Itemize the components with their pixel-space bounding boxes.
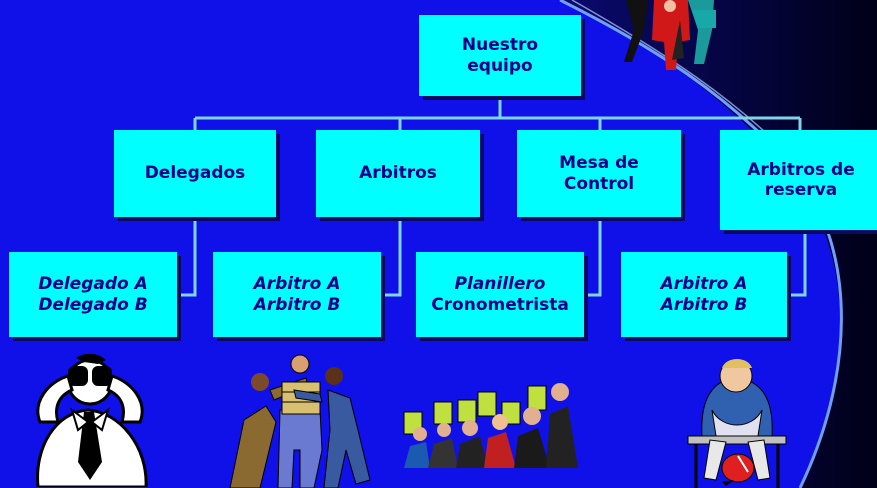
member-box-reserva: Arbitro A Arbitro B <box>621 252 787 337</box>
football-player-bench-clipart <box>687 359 787 488</box>
member-name: Delegado A <box>38 274 148 295</box>
category-label-2: Control <box>563 173 635 194</box>
crowd-clipart <box>624 0 716 70</box>
member-name-2: Delegado B <box>38 294 148 315</box>
member-box-delegados: Delegado A Delegado B <box>9 252 177 337</box>
org-root-box: Nuestro equipo <box>419 15 581 96</box>
category-box-arbitros: Arbitros <box>316 130 480 217</box>
category-label: Arbitros <box>359 163 437 184</box>
category-box-mesa-de-control: Mesa de Control <box>517 130 681 217</box>
member-name-2: Cronometrista <box>431 294 569 315</box>
org-root-line2: equipo <box>467 55 533 76</box>
referees-clipart <box>229 354 371 488</box>
category-label: Mesa de <box>559 153 639 174</box>
member-box-arbitros: Arbitro A Arbitro B <box>213 252 381 337</box>
category-label: Delegados <box>144 163 246 184</box>
category-label: Arbitros de <box>747 159 855 180</box>
category-box-delegados: Delegados <box>114 130 276 217</box>
binoculars-man-clipart <box>36 353 148 487</box>
judges-scorecards-clipart <box>403 383 578 468</box>
member-name: Planillero <box>454 274 546 295</box>
category-box-arbitros-de-reserva: Arbitros de reserva <box>720 130 877 230</box>
member-name: Arbitro A <box>660 274 748 295</box>
category-label-2: reserva <box>764 180 838 200</box>
member-name-2: Arbitro B <box>253 294 341 315</box>
org-root-line1: Nuestro <box>461 35 539 56</box>
member-box-mesa: Planillero Cronometrista <box>416 252 584 337</box>
member-name: Arbitro A <box>253 274 341 295</box>
member-name-2: Arbitro B <box>660 294 748 315</box>
